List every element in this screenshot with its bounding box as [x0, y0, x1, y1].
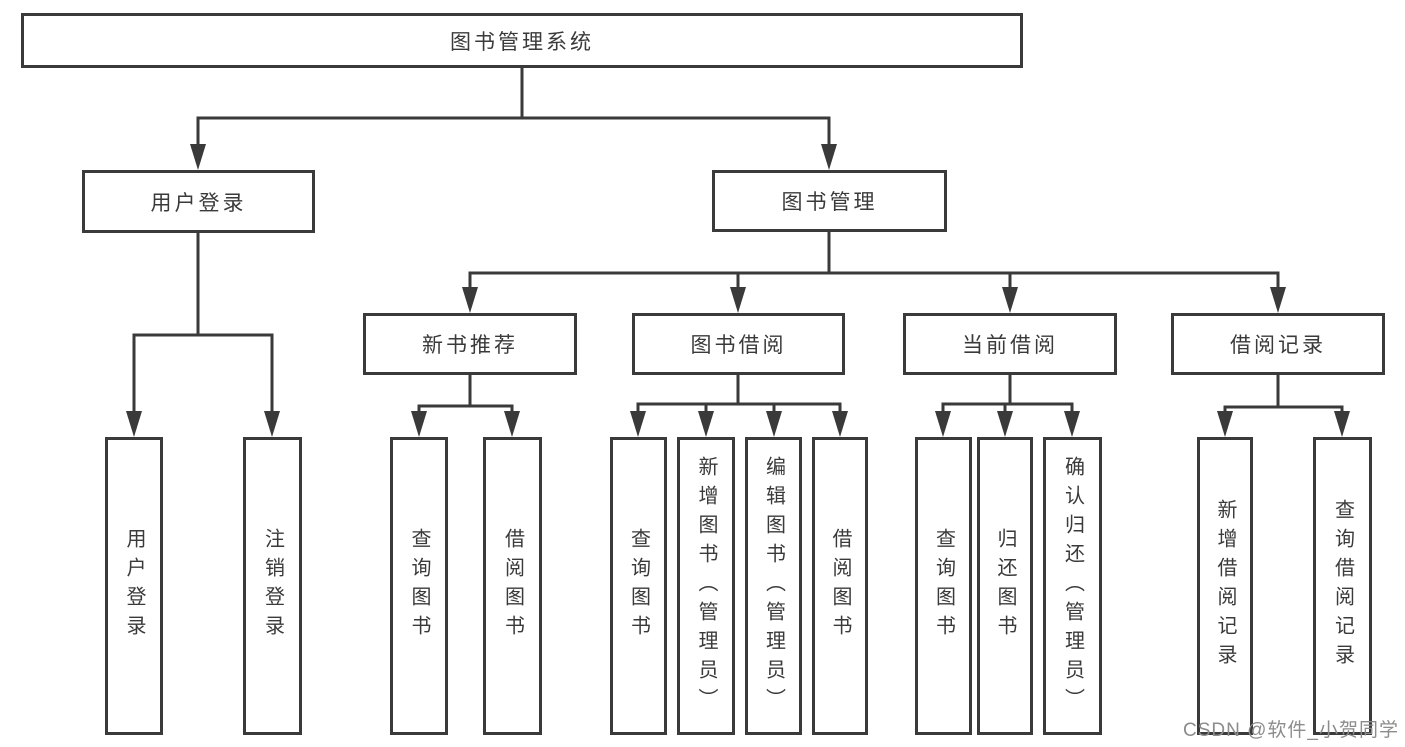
arrowhead-icon: [935, 411, 951, 437]
node-label-book-management: 图书管理: [781, 191, 878, 214]
node-label-current-borrowing: 当前借阅: [962, 334, 1058, 357]
node-user-login: 用户登录: [82, 170, 315, 233]
arrowhead-icon: [126, 411, 142, 437]
node-new-book-recommend: 新书推荐: [363, 313, 577, 375]
node-leaf-confirm-return: 确认归还（管理员）: [1043, 437, 1102, 735]
arrowhead-icon: [821, 144, 837, 170]
node-label-book-borrowing: 图书借阅: [690, 334, 787, 357]
arrowhead-icon: [1334, 411, 1350, 437]
arrowhead-icon: [1064, 411, 1080, 437]
node-leaf-query-books-2: 查询图书: [610, 437, 667, 735]
arrowhead-icon: [1270, 287, 1286, 313]
node-label-leaf-confirm-return: 确认归还（管理员）: [1061, 455, 1084, 717]
node-leaf-add-book-admin: 新增图书（管理员）: [677, 437, 735, 735]
node-book-borrowing: 图书借阅: [632, 313, 845, 375]
node-label-leaf-query-books-3: 查询图书: [932, 528, 955, 644]
node-label-leaf-query-books-1: 查询图书: [408, 528, 430, 644]
node-leaf-borrow-books-1: 借阅图书: [483, 437, 542, 735]
node-book-management: 图书管理: [712, 170, 947, 232]
watermark: CSDN @软件_小贺同学: [1183, 720, 1399, 741]
arrowhead-icon: [832, 411, 848, 437]
node-label-leaf-query-borrow-record: 查询借阅记录: [1331, 499, 1354, 673]
node-leaf-borrow-books-2: 借阅图书: [812, 437, 868, 735]
node-label-user-login: 用户登录: [150, 191, 247, 215]
node-label-leaf-user-login: 用户登录: [123, 528, 145, 644]
node-label-new-book-recommend: 新书推荐: [422, 334, 518, 357]
node-label-leaf-borrow-books-2: 借阅图书: [829, 528, 851, 644]
arrowhead-icon: [462, 287, 478, 313]
node-leaf-query-books-3: 查询图书: [915, 437, 972, 735]
node-leaf-add-borrow-record: 新增借阅记录: [1197, 437, 1253, 735]
node-label-leaf-query-books-2: 查询图书: [627, 528, 650, 644]
arrowhead-icon: [1217, 411, 1233, 437]
node-leaf-return-books: 归还图书: [977, 437, 1033, 735]
arrowhead-icon: [730, 287, 746, 313]
node-label-leaf-add-borrow-record: 新增借阅记录: [1214, 499, 1236, 673]
arrowhead-icon: [1002, 287, 1018, 313]
node-leaf-edit-book-admin: 编辑图书（管理员）: [745, 437, 802, 735]
node-leaf-query-books-1: 查询图书: [390, 437, 448, 735]
arrowhead-icon: [698, 411, 714, 437]
node-label-system-root: 图书管理系统: [450, 30, 594, 54]
node-label-leaf-logout: 注销登录: [261, 528, 284, 644]
node-borrowing-records: 借阅记录: [1171, 313, 1385, 375]
arrowhead-icon: [411, 411, 427, 437]
arrowhead-icon: [766, 411, 782, 437]
arrowhead-icon: [504, 411, 520, 437]
arrowhead-icon: [630, 411, 646, 437]
arrowhead-icon: [264, 411, 280, 437]
node-label-leaf-return-books: 归还图书: [994, 528, 1016, 644]
node-label-leaf-edit-book-admin: 编辑图书（管理员）: [762, 455, 785, 717]
node-leaf-query-borrow-record: 查询借阅记录: [1313, 437, 1372, 735]
node-label-leaf-borrow-books-1: 借阅图书: [501, 528, 524, 644]
arrowhead-icon: [190, 144, 206, 170]
node-label-borrowing-records: 借阅记录: [1230, 334, 1326, 357]
node-leaf-user-login: 用户登录: [105, 437, 163, 735]
node-leaf-logout: 注销登录: [243, 437, 302, 735]
node-label-leaf-add-book-admin: 新增图书（管理员）: [695, 455, 717, 717]
node-system-root: 图书管理系统: [21, 13, 1023, 68]
arrowhead-icon: [997, 411, 1013, 437]
node-current-borrowing: 当前借阅: [903, 313, 1117, 375]
